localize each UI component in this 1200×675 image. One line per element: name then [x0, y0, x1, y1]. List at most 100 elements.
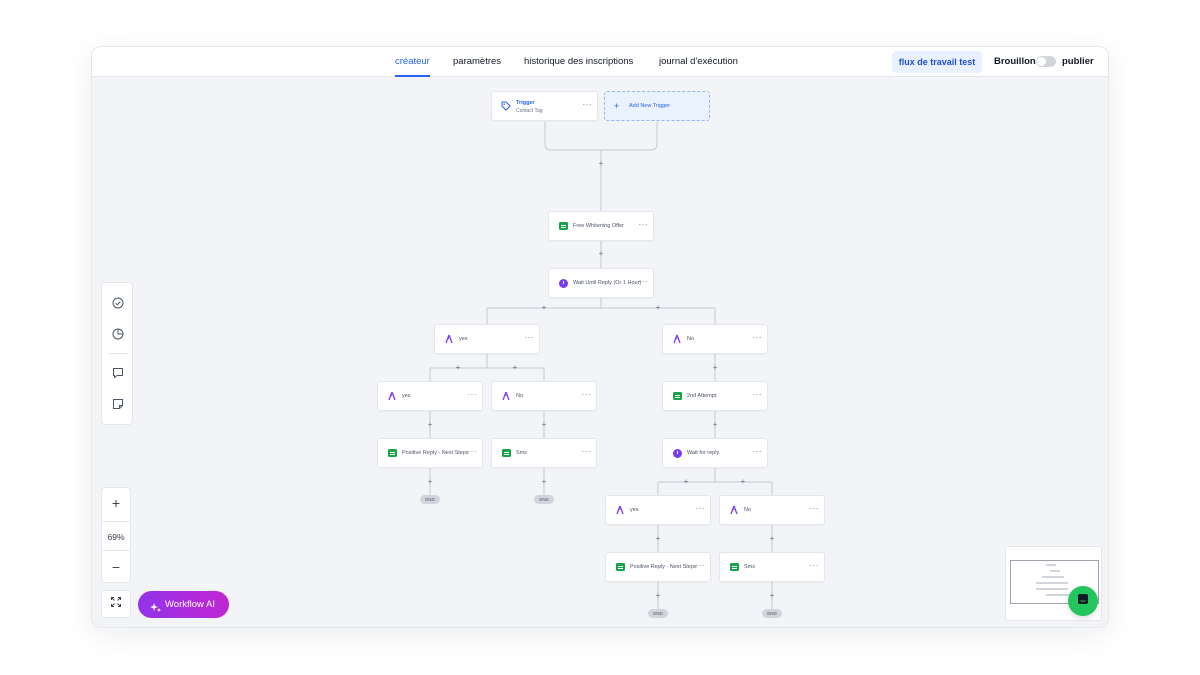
- add-step-plus[interactable]: +: [712, 420, 718, 429]
- add-step-plus[interactable]: +: [455, 363, 461, 372]
- branch-yes-yes[interactable]: yes ···: [377, 381, 483, 411]
- minimap-node: [1046, 564, 1056, 566]
- step-positive-reply-2[interactable]: Positive Reply - Next Steps ···: [605, 552, 711, 582]
- branch-no[interactable]: No ···: [662, 324, 768, 354]
- add-step-plus[interactable]: +: [683, 477, 689, 486]
- step-second-attempt[interactable]: 2nd Attempt ···: [662, 381, 768, 411]
- more-options-icon[interactable]: ···: [695, 561, 705, 570]
- more-options-icon[interactable]: ···: [524, 333, 534, 342]
- add-step-plus[interactable]: +: [769, 591, 775, 600]
- more-options-icon[interactable]: ···: [809, 561, 819, 570]
- add-step-plus[interactable]: +: [655, 534, 661, 543]
- zoom-level: 69%: [102, 521, 130, 551]
- trigger-title: Trigger: [516, 100, 535, 106]
- add-step-plus[interactable]: +: [541, 420, 547, 429]
- branch-no-yes[interactable]: yes ···: [605, 495, 711, 525]
- pie-chart-icon[interactable]: [108, 324, 128, 344]
- step-label: 2nd Attempt: [687, 393, 717, 399]
- branch-label: No: [516, 393, 524, 399]
- trigger-node[interactable]: Trigger Contact Tag ···: [491, 91, 598, 121]
- trigger-subtitle: Contact Tag: [516, 108, 543, 114]
- publish-label: publier: [1062, 56, 1094, 67]
- message-icon: [556, 219, 570, 233]
- more-options-icon[interactable]: ···: [752, 390, 762, 399]
- workflow-editor: créateur paramètres historique des inscr…: [91, 46, 1109, 628]
- branch-label: No: [687, 336, 695, 342]
- more-options-icon[interactable]: ···: [581, 447, 591, 456]
- clock-icon: [670, 446, 684, 460]
- add-trigger-button[interactable]: + Add New Trigger: [604, 91, 710, 121]
- add-step-plus[interactable]: +: [598, 249, 604, 258]
- add-step-plus[interactable]: +: [427, 477, 433, 486]
- add-step-plus[interactable]: +: [769, 534, 775, 543]
- clock-icon: [556, 276, 570, 290]
- top-bar: créateur paramètres historique des inscr…: [92, 47, 1108, 77]
- test-workflow-button[interactable]: flux de travail test: [892, 51, 982, 73]
- branch-yes[interactable]: yes ···: [434, 324, 540, 354]
- branch-icon: [385, 389, 399, 403]
- zoom-in-button[interactable]: +: [111, 495, 121, 511]
- add-step-plus[interactable]: +: [427, 420, 433, 429]
- tab-historique-inscriptions[interactable]: historique des inscriptions: [524, 56, 634, 67]
- more-options-icon[interactable]: ···: [582, 100, 592, 109]
- add-step-plus[interactable]: +: [541, 303, 547, 312]
- more-options-icon[interactable]: ···: [581, 390, 591, 399]
- zoom-out-button[interactable]: −: [111, 559, 121, 575]
- more-options-icon[interactable]: ···: [752, 333, 762, 342]
- add-step-plus[interactable]: +: [740, 477, 746, 486]
- branch-icon: [613, 503, 627, 517]
- minimap-node: [1050, 570, 1060, 572]
- toggle-knob: [1037, 57, 1046, 66]
- fit-view-button[interactable]: [101, 590, 131, 618]
- message-icon: [727, 560, 741, 574]
- publish-toggle[interactable]: [1036, 56, 1056, 67]
- step-label: Free Whitening Offer: [573, 223, 624, 229]
- add-step-plus[interactable]: +: [598, 159, 604, 168]
- chat-support-button[interactable]: [1068, 586, 1098, 616]
- message-icon: [670, 389, 684, 403]
- add-step-plus[interactable]: +: [512, 363, 518, 372]
- more-options-icon[interactable]: ···: [467, 447, 477, 456]
- tab-createur[interactable]: créateur: [395, 47, 430, 77]
- add-step-plus[interactable]: +: [541, 477, 547, 486]
- step-label: Sms: [516, 450, 527, 456]
- tag-icon: [499, 99, 513, 113]
- more-options-icon[interactable]: ···: [638, 277, 648, 286]
- more-options-icon[interactable]: ···: [752, 447, 762, 456]
- branch-yes-no[interactable]: No ···: [491, 381, 597, 411]
- more-options-icon[interactable]: ···: [809, 504, 819, 513]
- sticky-note-icon[interactable]: [108, 394, 128, 414]
- add-step-plus[interactable]: +: [655, 303, 661, 312]
- step-wait-until-reply[interactable]: Wait Until Reply (Or 1 Hour) ···: [548, 268, 654, 298]
- step-sms-2[interactable]: Sms ···: [719, 552, 825, 582]
- branch-icon: [442, 332, 456, 346]
- add-step-plus[interactable]: +: [655, 591, 661, 600]
- tab-journal-execution[interactable]: journal d'exécution: [659, 56, 738, 67]
- step-label: Sms: [744, 564, 755, 570]
- tool-panel: [101, 282, 133, 425]
- comment-icon[interactable]: [108, 363, 128, 383]
- minimap[interactable]: [1005, 546, 1102, 621]
- check-circle-icon[interactable]: [108, 293, 128, 313]
- minimap-node: [1042, 576, 1064, 578]
- step-wait-for-reply[interactable]: Wait for reply ···: [662, 438, 768, 468]
- more-options-icon[interactable]: ···: [638, 220, 648, 229]
- minimap-viewport[interactable]: [1010, 560, 1099, 604]
- end-marker: END: [534, 495, 554, 504]
- more-options-icon[interactable]: ···: [467, 390, 477, 399]
- step-label: Positive Reply - Next Steps: [630, 564, 697, 570]
- branch-label: No: [744, 507, 752, 513]
- branch-no-no[interactable]: No ···: [719, 495, 825, 525]
- step-sms-1[interactable]: Sms ···: [491, 438, 597, 468]
- more-options-icon[interactable]: ···: [695, 504, 705, 513]
- step-free-whitening-offer[interactable]: Free Whitening Offer ···: [548, 211, 654, 241]
- draft-label: Brouillon: [994, 56, 1036, 67]
- workflow-ai-button[interactable]: Workflow AI: [138, 591, 229, 618]
- step-positive-reply-1[interactable]: Positive Reply - Next Steps ···: [377, 438, 483, 468]
- tab-parametres[interactable]: paramètres: [453, 56, 502, 67]
- connector-lines: [429, 122, 773, 609]
- workflow-canvas[interactable]: Trigger Contact Tag ··· + Add New Trigge…: [92, 78, 1108, 627]
- branch-icon: [670, 332, 684, 346]
- chat-icon: [1076, 592, 1090, 611]
- add-step-plus[interactable]: +: [712, 363, 718, 372]
